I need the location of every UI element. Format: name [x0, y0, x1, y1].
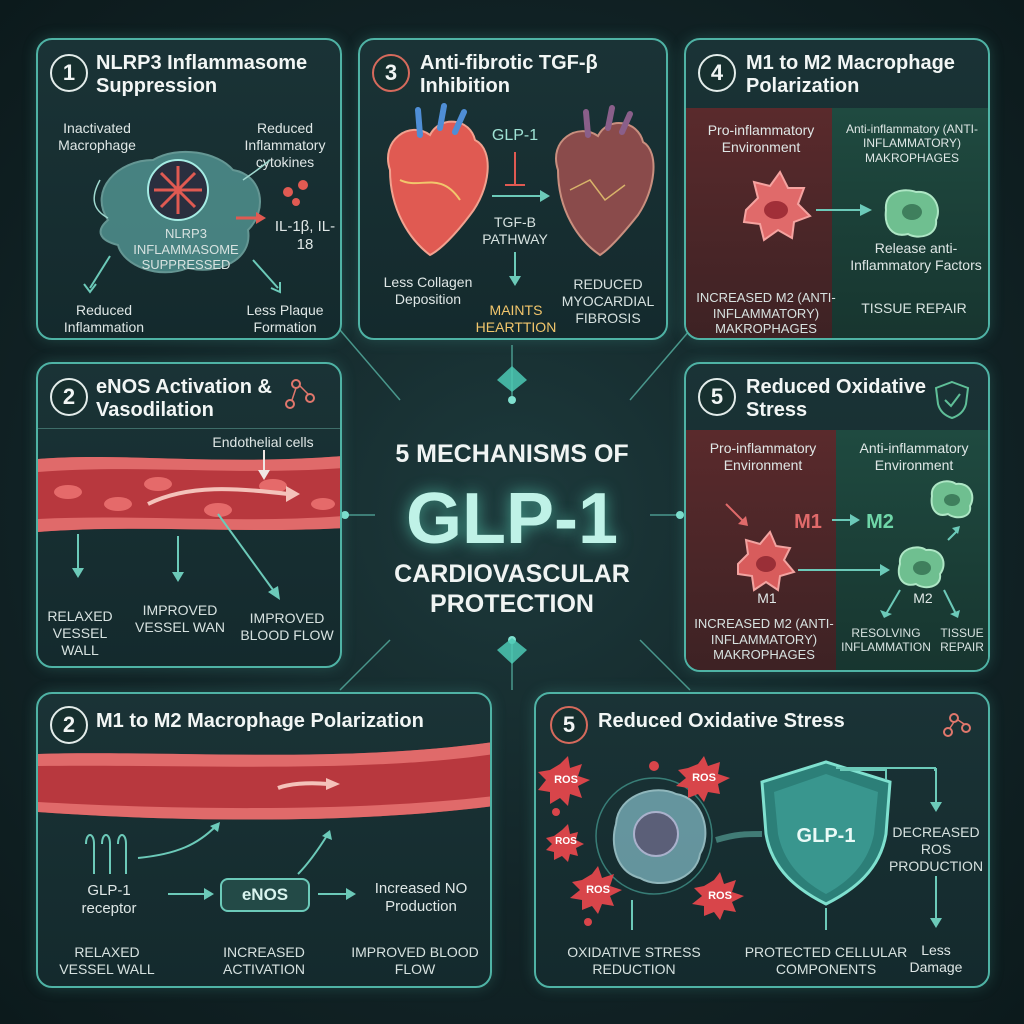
label-glp1: GLP-1 [491, 127, 539, 144]
ros-label-4: ROS [586, 884, 610, 896]
panel-m1m2-top: 4 M1 to M2 Macrophage Polarization Pro-i… [684, 38, 990, 340]
label-resolving: RESOLVING INFLAMMATION [841, 626, 931, 655]
panel-m1m2-bottom: 2 M1 to M2 Macrophage Polarization GLP-1… [36, 692, 492, 988]
center-line-2: GLP-1 [405, 479, 619, 559]
ros-cell-icon [538, 756, 942, 930]
label-increased-activation: INCREASED ACTIVATION [223, 944, 305, 977]
center-line-4: PROTECTION [430, 590, 594, 618]
panel-title: M1 to M2 Macrophage Polarization [96, 710, 424, 732]
panel-title: Reduced Oxidative Stress [598, 710, 845, 732]
ros-label-3: ROS [555, 836, 577, 847]
blood-vessel-icon [38, 450, 340, 600]
inhibition-symbol [492, 152, 550, 286]
label-m2-small: M2 [913, 590, 933, 606]
heart-fibrotic-icon [555, 105, 655, 257]
macrophage-icon [83, 150, 308, 294]
label-anti: Anti-inflammatory Environment [859, 440, 969, 473]
label-decreased-ros: DECREASED ROS PRODUCTION [888, 824, 984, 874]
label-improved-wan: IMPROVED VESSEL WAN [135, 602, 225, 635]
label-il: IL-1β, IL-18 [274, 218, 336, 253]
macrophage-cells-icon [742, 170, 939, 242]
label-inactivated: Inactivated Macrophage [58, 120, 136, 153]
panel-title: Anti-fibrotic TGF-β Inhibition [420, 52, 598, 97]
shield-check-icon [934, 380, 970, 420]
label-increased-no: Increased NO Production [374, 880, 468, 915]
label-glp1-receptor: GLP-1 receptor [81, 882, 137, 917]
label-pro: Pro-inflammatory Environment [709, 440, 817, 473]
label-cell-suppressed: NLRP3 INFLAMMASOME SUPPRESSED [133, 226, 239, 273]
label-improved-flow: IMPROVED BLOOD FLOW [240, 610, 334, 643]
center-line-3: CARDIOVASCULAR [394, 560, 630, 588]
shield-glp1-label: GLP-1 [796, 825, 856, 847]
label-increased-m2: INCREASED M2 (ANTI-INFLAMMATORY) MAKROPH… [694, 616, 834, 663]
label-oxidative-reduction: OXIDATIVE STRESS REDUCTION [567, 944, 701, 977]
label-increased-m2: INCREASED M2 (ANTI-INFLAMMATORY) MAKROPH… [696, 290, 836, 337]
polarization-cells-icon [725, 480, 974, 618]
molecule-icon [943, 713, 971, 737]
label-pro: Pro-inflammatory Environment [707, 122, 815, 155]
enos-box: eNOS [220, 878, 310, 912]
label-tissue-repair: TISSUE REPAIR [861, 300, 967, 316]
label-m2: M2 [866, 511, 894, 533]
label-tissue-repair: TISSUE REPAIR [940, 626, 984, 655]
enos-label: eNOS [241, 885, 289, 904]
label-protected: PROTECTED CELLULAR COMPONENTS [744, 944, 908, 977]
panel-title: eNOS Activation & Vasodilation [96, 376, 272, 421]
blood-vessel-icon [38, 742, 490, 900]
panel-number: 5 [698, 378, 736, 416]
label-tgf: TGF-β PATHWAY [482, 214, 548, 247]
label-less-collagen: Less Collagen Deposition [383, 274, 473, 307]
label-m1-small: M1 [757, 590, 777, 606]
label-m1: M1 [794, 511, 822, 533]
ros-label-2: ROS [692, 772, 716, 784]
panel-title: M1 to M2 Macrophage Polarization [746, 52, 955, 97]
label-endothelial: Endothelial cells [212, 434, 314, 450]
ros-label-5: ROS [708, 890, 732, 902]
panel-title: Reduced Oxidative Stress [746, 376, 927, 421]
panel-number: 4 [698, 54, 736, 92]
network-icon [285, 379, 315, 409]
center-line-1: 5 MECHANISMS OF [395, 440, 629, 468]
heart-healthy-icon [387, 103, 489, 257]
label-reduced-inflammation: Reduced Inflammation [63, 302, 145, 335]
label-less-damage: Less Damage [909, 942, 963, 975]
label-maints: MAINTS HEARTTION [475, 302, 557, 335]
label-less-plaque: Less Plaque Formation [246, 302, 324, 335]
panel-number: 3 [372, 54, 410, 92]
panel-title: NLRP3 Inflammasome Suppression [96, 52, 308, 97]
label-relaxed: RELAXED VESSEL WALL [59, 944, 155, 977]
label-anti: Anti-inflammatory (ANTI-INFLAMMATORY) MA… [845, 122, 979, 165]
label-reduced-cytokines: Reduced Inflammatory cytokines [244, 120, 326, 170]
panel-number: 5 [550, 706, 588, 744]
panel-oxidative-top: 5 Reduced Oxidative Stress Pro-inflammat… [684, 362, 990, 672]
panel-tgf: 3 Anti-fibrotic TGF-β Inhibition GLP-1 T… [358, 38, 668, 340]
panel-nlrp3: 1 NLRP3 Inflammasome Suppression Inactiv… [36, 38, 342, 340]
panel-oxidative-bottom: 5 Reduced Oxidative Stress ROS ROS ROS R… [534, 692, 990, 988]
panel-number: 1 [50, 54, 88, 92]
panel-number: 2 [50, 378, 88, 416]
label-reduced-fibrosis: REDUCED MYOCARDIAL FIBROSIS [561, 276, 655, 326]
label-improved-flow: IMPROVED BLOOD FLOW [351, 944, 479, 977]
label-release: Release anti-Inflammatory Factors [850, 240, 982, 273]
panel-enos: 2 eNOS Activation & Vasodilation Endothe… [36, 362, 342, 668]
ros-label-1: ROS [554, 774, 578, 786]
label-relaxed: RELAXED VESSEL WALL [47, 608, 113, 658]
panel-number: 2 [50, 706, 88, 744]
